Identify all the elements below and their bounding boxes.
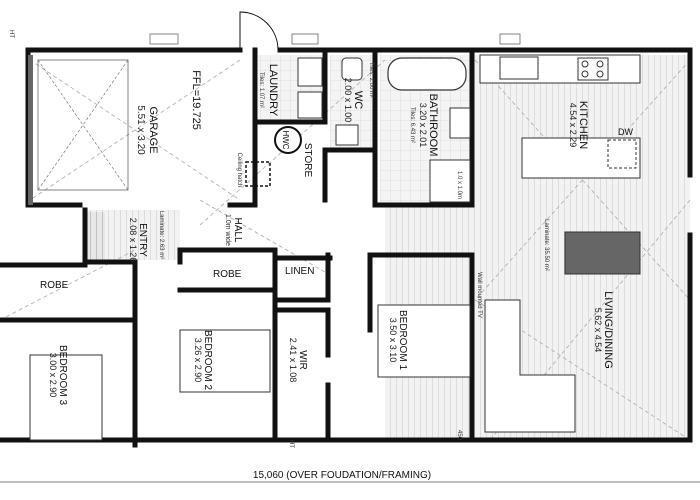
bedroom2-size: 3.26 x 2.90 xyxy=(193,338,203,383)
hall-name: HALL xyxy=(232,217,243,242)
walls xyxy=(0,47,693,448)
entry-name: ENTRY xyxy=(137,223,148,257)
bed-1 xyxy=(377,304,471,378)
bed-3 xyxy=(29,354,103,441)
living-name: LIVING/DINING xyxy=(602,291,614,369)
bath-vanity xyxy=(449,107,471,139)
cooktop-burner xyxy=(596,60,604,68)
window-top-1 xyxy=(149,33,179,45)
cooktop xyxy=(577,57,609,81)
wc-tiles: Tiles: 2.00 m² xyxy=(368,62,374,98)
wc-name: WC xyxy=(352,91,364,109)
bedroom3-size: 3.00 x 2.90 xyxy=(48,353,58,398)
ht-top-label: HT xyxy=(8,30,14,38)
bathroom-size: 3.20 x 2.01 xyxy=(418,103,428,148)
front-door-swing xyxy=(239,11,279,51)
bedroom2-name: BEDROOM 2 xyxy=(202,330,213,390)
garage-size: 5.51 x 3.20 xyxy=(135,105,146,155)
entry-steps xyxy=(83,212,105,260)
entry-laminate: Laminate: 2.63 m² xyxy=(158,211,164,259)
robe-left-label: ROBE xyxy=(40,280,69,291)
bathtub xyxy=(387,57,467,91)
kitchen-name: KITCHEN xyxy=(577,101,589,149)
wir-name: WIR xyxy=(297,350,308,369)
kitchen-sink xyxy=(499,56,539,80)
laundry-name: LAUNDRY xyxy=(267,64,279,117)
hall-width: 1.0m wide xyxy=(224,214,231,246)
ceiling-hatch xyxy=(245,161,271,187)
wc-basin xyxy=(335,124,359,146)
overall-dimension: 15,060 (OVER FOUDATION/FRAMING) xyxy=(253,470,431,481)
ht-bottom-label: HT xyxy=(288,440,294,448)
linen-label: LINEN xyxy=(285,266,314,277)
garage-name: GARAGE xyxy=(147,106,159,153)
ffl-label: FFL=19.725 xyxy=(190,70,202,130)
bedroom1-size: 3.50 x 3.10 xyxy=(388,318,398,363)
laundry-tiles: Tiles: 1.07 m² xyxy=(258,72,264,108)
dining-table xyxy=(564,231,641,275)
tv-label: Wall mounted TV xyxy=(476,272,482,318)
sofa xyxy=(484,299,576,433)
garage-door xyxy=(28,55,33,205)
window-top-3 xyxy=(499,33,521,45)
bedroom3-name: BEDROOM 3 xyxy=(57,345,68,405)
garage xyxy=(28,55,129,205)
bathroom-tiles: Tiles: 6.43 m² xyxy=(409,107,415,143)
hwc-cylinder xyxy=(274,126,302,154)
wir-size: 2.41 x 1.08 xyxy=(288,338,298,383)
window-top-2 xyxy=(291,33,319,45)
bedroom1-name: BEDROOM 1 xyxy=(397,310,408,370)
lamp-label: 450 xyxy=(456,430,462,441)
dishwasher xyxy=(607,139,637,169)
living-laminate: Laminate: 35.50 m² xyxy=(543,219,549,271)
washing-machine xyxy=(297,57,323,87)
label-garage: GARAGE 5.51 x 3.20 xyxy=(135,105,159,155)
bathroom-name: BATHROOM xyxy=(427,94,439,157)
wc-size: 2.00 x 1.00 xyxy=(343,78,353,123)
shower xyxy=(429,159,471,203)
toilet xyxy=(341,57,363,81)
bed-2 xyxy=(179,329,271,393)
entry-size: 2.08 x 1.26 xyxy=(128,218,138,263)
shower-label: 1.0 x 1.0m xyxy=(456,171,462,199)
hwc-label: HWC xyxy=(281,130,290,149)
living-size: 5.62 x 4.54 xyxy=(593,308,603,353)
robe-mid-label: ROBE xyxy=(213,269,242,280)
cooktop-burner xyxy=(581,70,589,78)
laundry-tub xyxy=(297,91,323,119)
kitchen-size: 4.54 x 2.29 xyxy=(568,103,578,148)
store-label: STORE xyxy=(302,143,313,178)
cooktop-burner xyxy=(581,60,589,68)
kitchen-island xyxy=(521,137,641,179)
ceiling-hatch-label: Ceiling hatch xyxy=(236,153,242,188)
dw-label: DW xyxy=(618,127,633,137)
cooktop-burner xyxy=(596,70,604,78)
